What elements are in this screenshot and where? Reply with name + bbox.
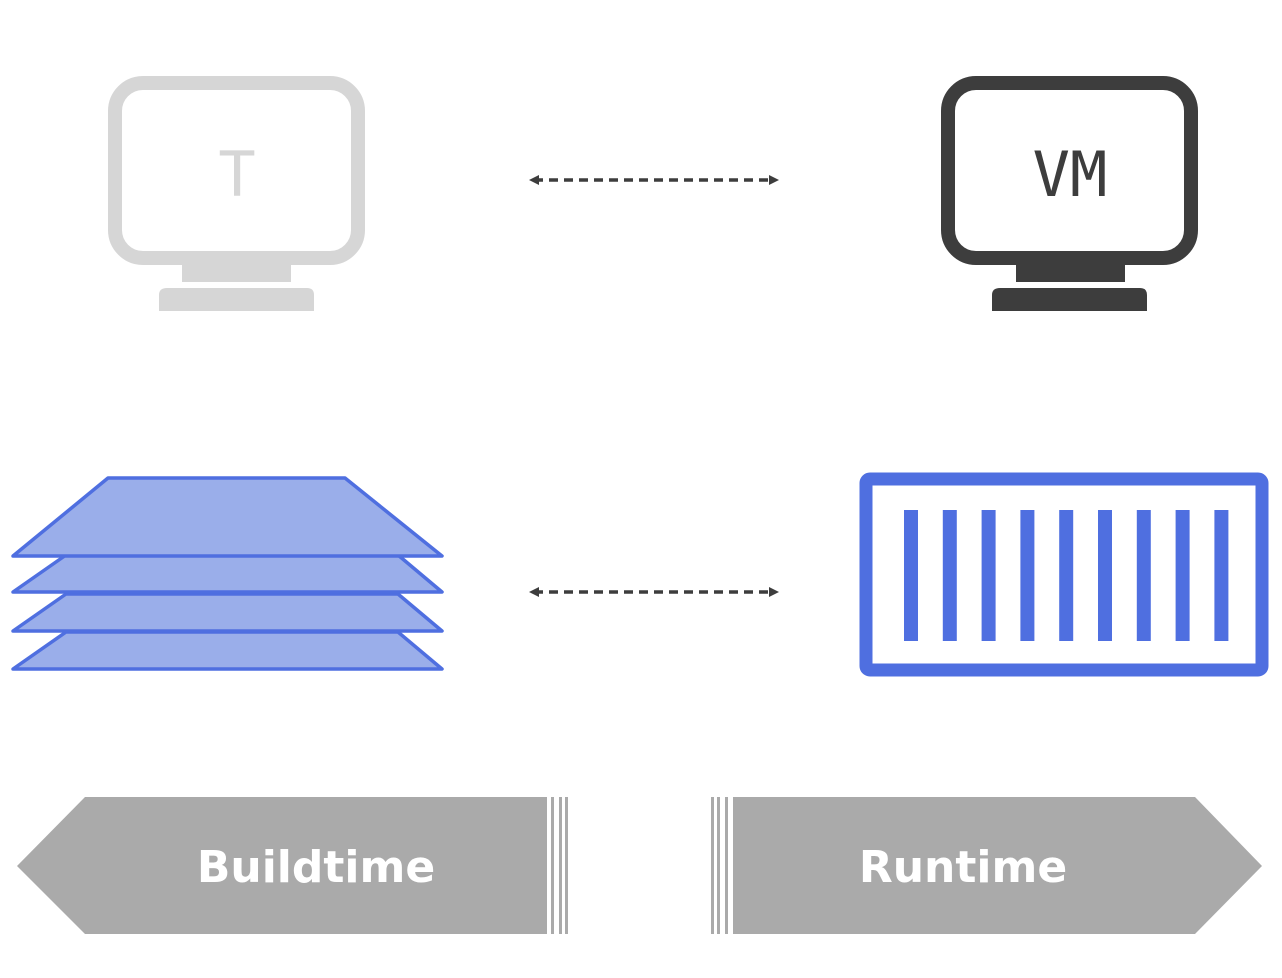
container-stripe — [1214, 510, 1229, 641]
container-stripe — [942, 510, 957, 641]
layer-4 — [11, 630, 444, 671]
vm-label: VM — [1033, 138, 1108, 211]
template-monitor-icon: T — [108, 76, 365, 311]
container-stripe — [1175, 510, 1190, 641]
container-icon — [859, 472, 1269, 677]
container-stripe — [1098, 510, 1112, 641]
container-stripe — [1059, 510, 1074, 641]
template-label: T — [218, 138, 255, 211]
container-stripe — [1020, 510, 1035, 641]
buildtime-label: Buildtime — [197, 842, 435, 893]
layer-2 — [11, 553, 444, 594]
vm-monitor-icon: VM — [941, 76, 1198, 311]
container-stripe — [981, 510, 996, 641]
runtime-label: Runtime — [859, 842, 1067, 893]
buildtime-banner: Buildtime — [17, 797, 568, 934]
container-stripe — [904, 510, 918, 641]
container-stripe — [1136, 510, 1151, 641]
runtime-banner: Runtime — [711, 797, 1262, 934]
layer-3 — [11, 592, 444, 633]
layer-1 — [11, 476, 444, 558]
image-layers-icon — [11, 476, 444, 671]
